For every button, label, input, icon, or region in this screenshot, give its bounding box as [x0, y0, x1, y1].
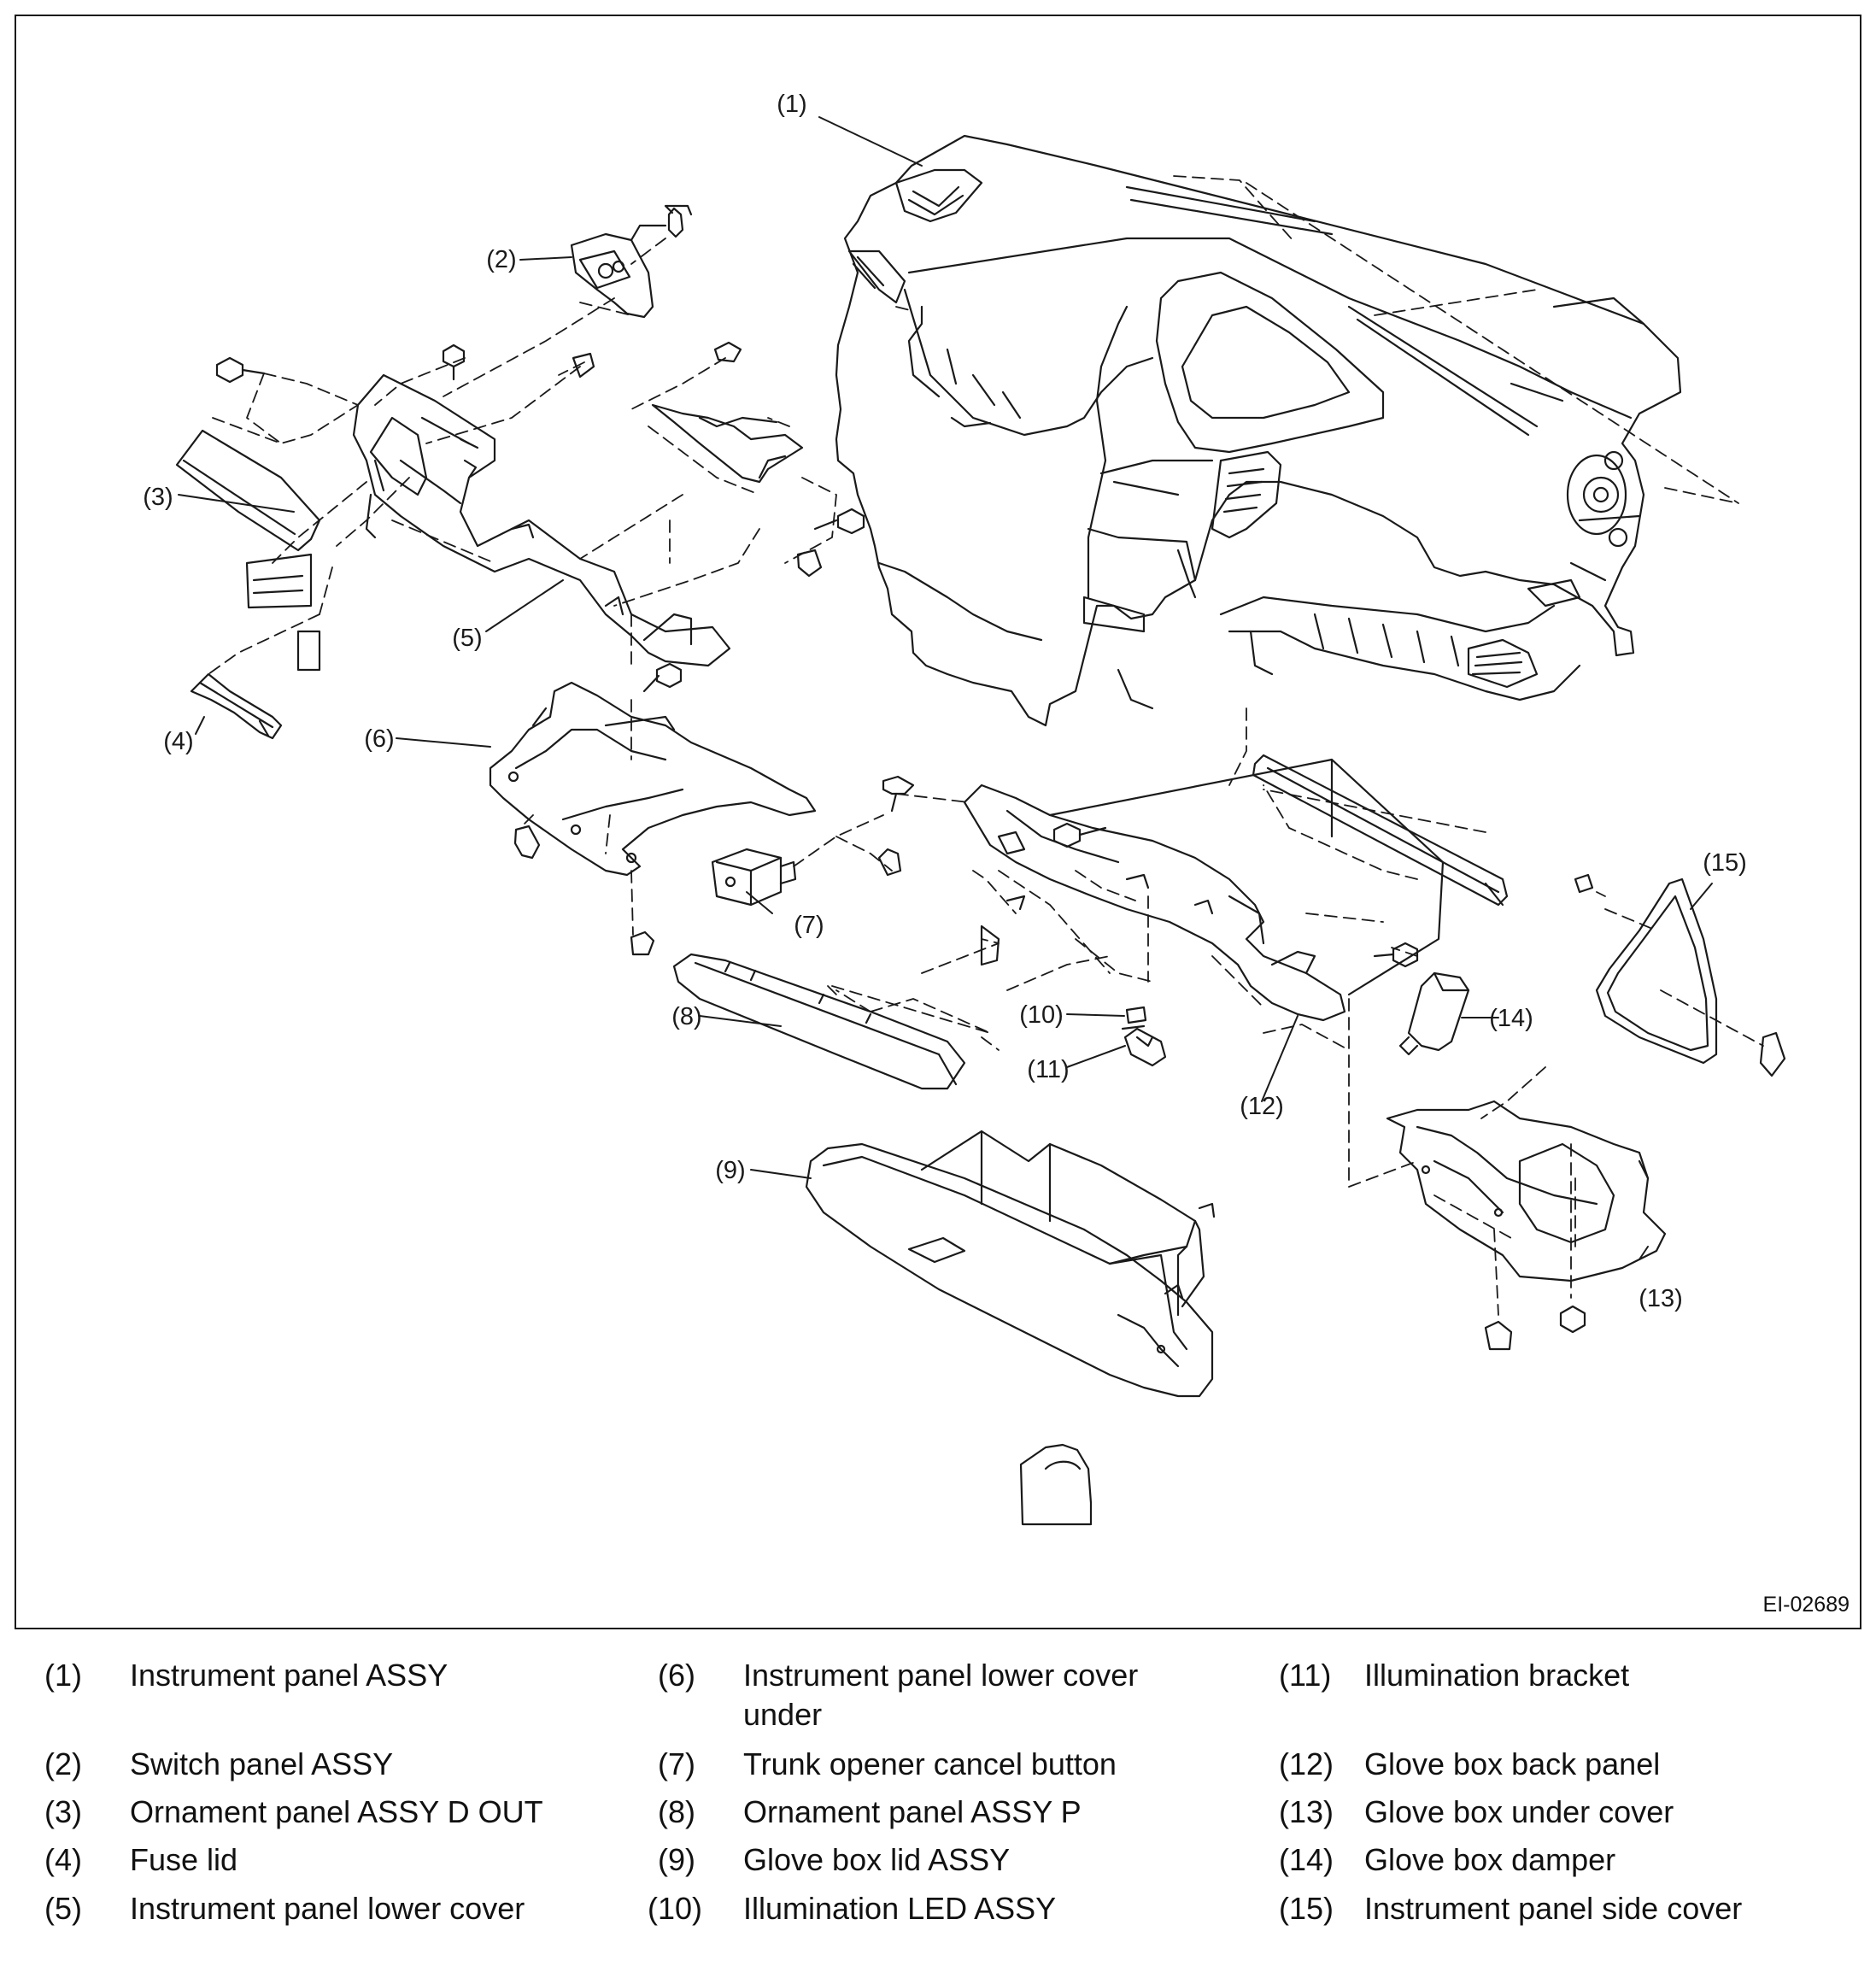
trunk-opener-button-drawing — [711, 848, 797, 907]
ornament-panel-d-out-drawing — [175, 429, 321, 672]
legend-number: (1) — [44, 1658, 82, 1693]
callout-label-3: (3) — [143, 484, 173, 511]
assembly-dashed-lines — [208, 175, 1764, 1316]
figure-code: EI-02689 — [1762, 1593, 1850, 1617]
legend-part-name: Instrument panel ASSY — [130, 1658, 448, 1693]
callout-label-12: (12) — [1240, 1093, 1284, 1120]
parts-legend: (1) Instrument panel ASSY (2) Switch pan… — [0, 1656, 1876, 1963]
legend-part-name: Glove box damper — [1364, 1842, 1616, 1877]
callout-label-1: (1) — [777, 91, 806, 118]
callout-label-9: (9) — [715, 1157, 745, 1184]
instrument-panel-assy-drawing — [835, 134, 1682, 727]
glove-box-damper-drawing — [1398, 971, 1470, 1056]
glove-box-lid-drawing — [805, 1130, 1216, 1398]
legend-part-name: Instrument panel side cover — [1364, 1891, 1743, 1926]
legend-number: (10) — [648, 1891, 703, 1926]
callout-label-15: (15) — [1703, 849, 1747, 877]
callout-label-13: (13) — [1639, 1285, 1683, 1312]
side-cover-drawing — [1595, 877, 1786, 1077]
legend-part-name: Instrument panel lower cover — [130, 1891, 525, 1926]
legend-number: (4) — [44, 1842, 82, 1877]
legend-part-name: Switch panel ASSY — [130, 1746, 394, 1781]
ornament-panel-p-drawing — [672, 953, 966, 1090]
callout-label-11: (11) — [1027, 1056, 1069, 1083]
fastener-drawings — [215, 341, 1594, 1351]
lower-cover-under-drawing — [489, 681, 817, 877]
legend-number: (6) — [658, 1658, 695, 1693]
callout-label-14: (14) — [1489, 1005, 1533, 1032]
diagram-artwork: (1) (2) (3) (4) (5) (6) (7) (8) (9) (10)… — [143, 91, 1786, 1526]
legend-number: (7) — [658, 1746, 695, 1781]
lower-cover-drawing — [352, 373, 731, 667]
legend-part-name: Ornament panel ASSY D OUT — [130, 1794, 543, 1829]
legend-part-name: Trunk opener cancel button — [743, 1746, 1117, 1781]
legend-number: (11) — [1279, 1658, 1332, 1693]
legend-part-name: Glove box lid ASSY — [743, 1842, 1011, 1877]
illumination-led-drawing — [1121, 1006, 1147, 1030]
exploded-parts-diagram: (1) (2) (3) (4) (5) (6) (7) (8) (9) (10)… — [15, 15, 1861, 1629]
legend-part-name: Glove box back panel — [1364, 1746, 1661, 1781]
illumination-bracket-drawing — [1123, 1027, 1167, 1067]
callout-label-4: (4) — [163, 728, 193, 755]
legend-part-name: Glove box under cover — [1364, 1794, 1674, 1829]
bracket-drawing — [651, 403, 804, 484]
legend-number: (13) — [1279, 1794, 1334, 1829]
callout-label-8: (8) — [671, 1003, 701, 1030]
reinforcement-bar-drawing — [1252, 754, 1509, 907]
glove-box-back-panel-drawing — [963, 758, 1445, 1022]
manual-operation-symbol — [1019, 1443, 1093, 1526]
legend-number: (9) — [658, 1842, 695, 1877]
glove-box-under-cover-drawing — [1386, 1100, 1667, 1282]
legend-number: (14) — [1279, 1842, 1334, 1877]
switch-panel-assy-drawing — [570, 204, 693, 319]
legend-number: (15) — [1279, 1891, 1334, 1926]
legend-part-name: Ornament panel ASSY P — [743, 1794, 1082, 1829]
callout-label-10: (10) — [1019, 1001, 1064, 1029]
legend-number: (3) — [44, 1794, 82, 1829]
callout-label-7: (7) — [794, 912, 824, 939]
callout-leader-lines — [178, 116, 1713, 1260]
legend-number: (5) — [44, 1891, 82, 1926]
callout-labels: (1) (2) (3) (4) (5) (6) (7) (8) (9) (10)… — [143, 91, 1747, 1312]
legend-part-name: Instrument panel lower cover under — [743, 1658, 1139, 1732]
callout-label-5: (5) — [452, 625, 482, 652]
callout-label-2: (2) — [486, 246, 516, 273]
fuse-lid-drawing — [190, 672, 283, 740]
callout-label-6: (6) — [364, 725, 394, 753]
legend-number: (2) — [44, 1746, 82, 1781]
legend-part-name: Fuse lid — [130, 1842, 238, 1877]
legend-part-name: Illumination LED ASSY — [743, 1891, 1057, 1926]
legend-number: (8) — [658, 1794, 695, 1829]
legend-part-name: Illumination bracket — [1364, 1658, 1630, 1693]
legend-number: (12) — [1279, 1746, 1334, 1781]
